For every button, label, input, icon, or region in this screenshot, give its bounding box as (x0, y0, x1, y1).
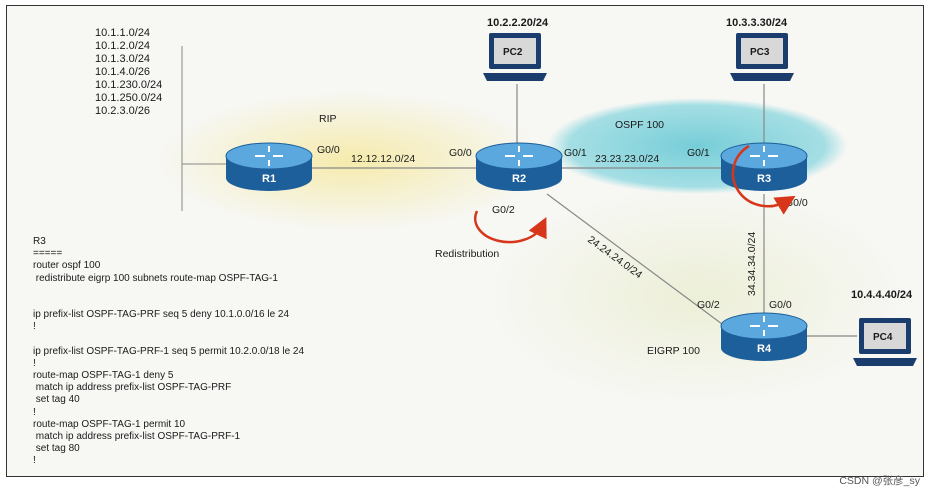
router-name: R2 (512, 173, 526, 185)
router-name: R4 (757, 343, 772, 355)
interface-r1-g00: G0/0 (317, 144, 340, 156)
router-r4[interactable]: R4 (720, 312, 808, 361)
eigrp-area (487, 186, 907, 406)
config-line (33, 297, 363, 309)
r1-network: 10.2.3.0/26 (95, 105, 150, 117)
redistribution-arrow-r2 (474, 210, 547, 244)
config-line: router ospf 100 (33, 260, 101, 272)
rip-label: RIP (319, 113, 337, 125)
config-line: match ip address prefix-list OSPF-TAG-PR… (33, 382, 232, 394)
pc-pc2[interactable]: 10.2.2.20/24 PC2 (483, 17, 549, 81)
interface-r2-g02: G0/2 (492, 204, 515, 216)
watermark: CSDN @张彦_sy (839, 475, 920, 487)
router-arrows-icon (750, 316, 778, 336)
pc-pc3[interactable]: 10.3.3.30/24 PC3 (726, 17, 794, 81)
eigrp-label: EIGRP 100 (647, 345, 700, 357)
router-arrows-icon (255, 146, 283, 166)
config-line: R3 (33, 236, 46, 247)
pc-name: PC4 (873, 332, 893, 343)
config-line: route-map OSPF-TAG-1 deny 5 (33, 370, 174, 382)
config-line: ip prefix-list OSPF-TAG-PRF seq 5 deny 1… (33, 309, 290, 321)
router-name: R3 (757, 173, 771, 185)
config-line: ! (33, 455, 36, 467)
interface-r3-g00: G0/0 (785, 197, 808, 209)
config-line: ! (33, 406, 36, 418)
pc-name: PC2 (503, 47, 523, 58)
config-line (33, 285, 363, 297)
interface-r4-g02: G0/2 (697, 299, 720, 311)
config-line: ip prefix-list OSPF-TAG-PRF-1 seq 5 perm… (33, 345, 305, 357)
pc-name: PC3 (750, 47, 770, 58)
interface-r2-g01: G0/1 (564, 147, 587, 159)
pc-pc4[interactable]: 10.4.4.40/24 PC4 (851, 289, 917, 366)
router-r2[interactable]: R2 (475, 142, 563, 191)
r3-config-listing: R3=====router ospf 100 redistribute eigr… (33, 236, 363, 468)
config-line (33, 334, 363, 346)
router-name: R1 (262, 173, 276, 185)
router-r1[interactable]: R1 (225, 142, 313, 191)
redistribution-label: Redistribution (435, 248, 499, 260)
rip-area (157, 91, 547, 231)
r1-network: 10.1.250.0/24 (95, 92, 162, 104)
link-label-r3-r4: 34.34.34.0/24 (746, 232, 758, 296)
config-line: ! (33, 357, 36, 369)
config-line: route-map OSPF-TAG-1 permit 10 (33, 418, 186, 430)
interface-r2-g00: G0/0 (449, 147, 472, 159)
diagram-frame: RIP OSPF 100 EIGRP 100 10.1.1.0/24 10.1.… (6, 5, 924, 477)
config-line: redistribute eigrp 100 subnets route-map… (33, 272, 278, 284)
router-arrows-icon (505, 146, 533, 166)
r1-network: 10.1.3.0/24 (95, 53, 150, 65)
ospf-label: OSPF 100 (615, 119, 664, 131)
link-label-r2-r3: 23.23.23.0/24 (595, 153, 659, 165)
config-line: match ip address prefix-list OSPF-TAG-PR… (33, 431, 241, 442)
config-line: set tag 40 (33, 394, 80, 406)
interface-r4-g00: G0/0 (769, 299, 792, 311)
r1-network: 10.1.4.0/26 (95, 66, 150, 78)
pc-ip: 10.4.4.40/24 (851, 289, 913, 301)
pc-ip: 10.3.3.30/24 (726, 17, 788, 29)
config-line: ! (33, 321, 36, 333)
r1-network: 10.1.1.0/24 (95, 27, 150, 39)
link-r2-r4 (546, 193, 723, 325)
router-arrows-icon (750, 146, 778, 166)
interface-r3-g01: G0/1 (687, 147, 710, 159)
redistribution-arrow-r3 (731, 144, 796, 215)
link-label-r1-r2: 12.12.12.0/24 (351, 153, 415, 165)
network-diagram: RIP OSPF 100 EIGRP 100 10.1.1.0/24 10.1.… (95, 17, 917, 406)
r1-network: 10.1.2.0/24 (95, 40, 150, 52)
r1-network-list: 10.1.1.0/24 10.1.2.0/24 10.1.3.0/24 10.1… (95, 27, 162, 117)
config-line: ===== (33, 248, 63, 260)
r1-network: 10.1.230.0/24 (95, 79, 162, 91)
pc-ip: 10.2.2.20/24 (487, 17, 549, 29)
config-line: set tag 80 (33, 443, 80, 455)
